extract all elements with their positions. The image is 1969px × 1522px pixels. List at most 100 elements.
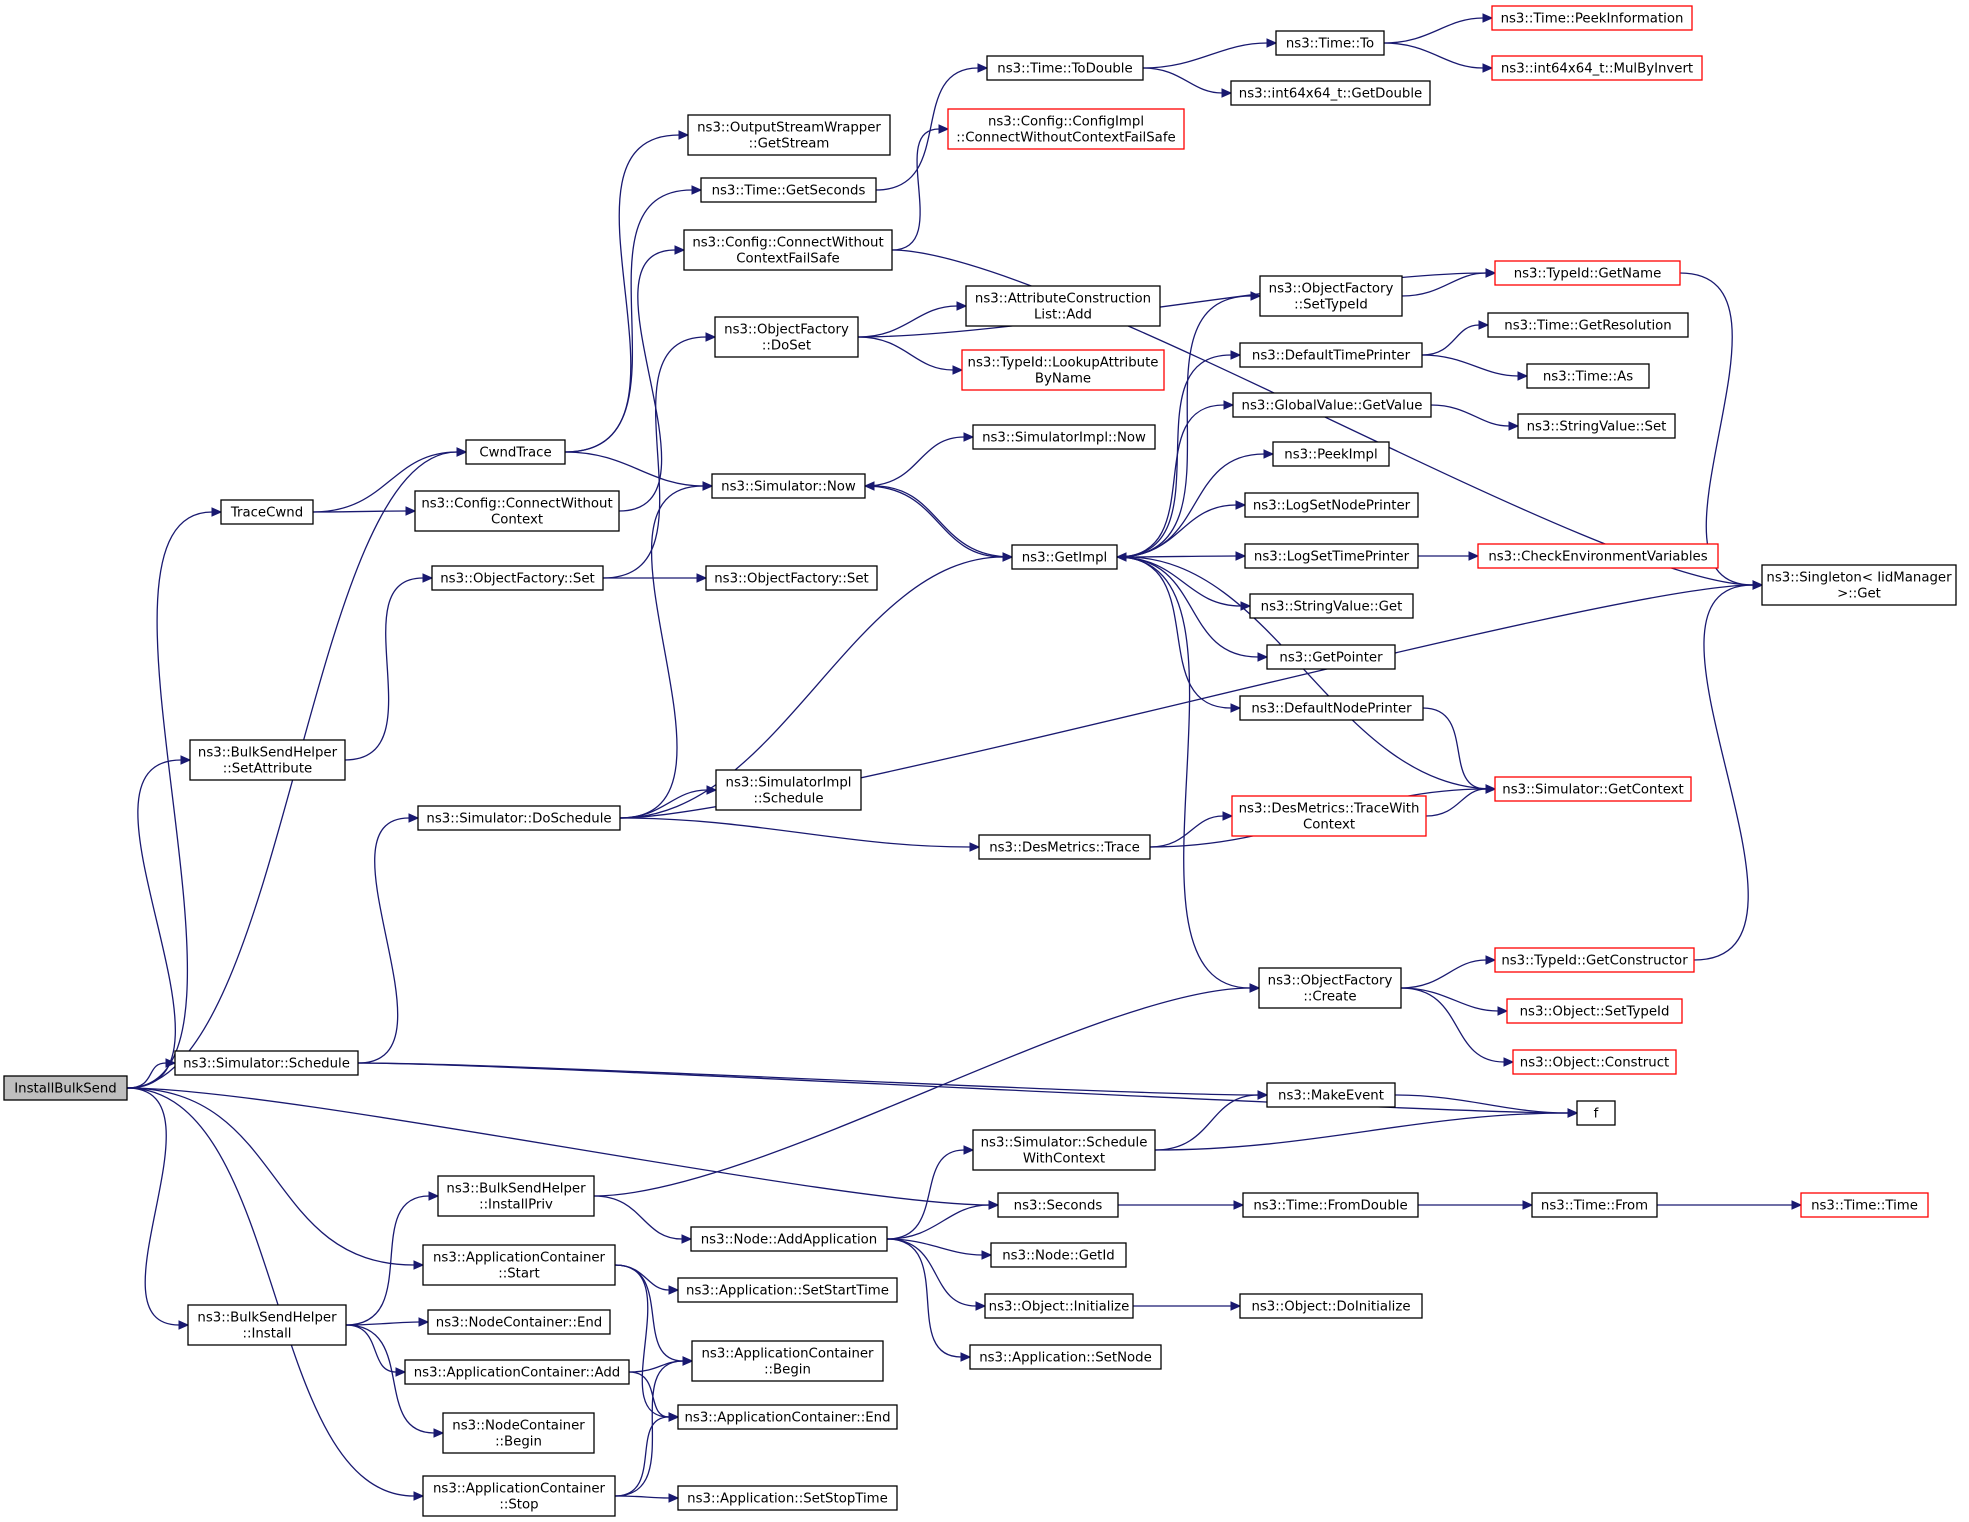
node-simulator-getcontext[interactable]: ns3::Simulator::GetContext bbox=[1494, 776, 1692, 802]
node-box bbox=[1266, 1082, 1396, 1108]
node-time-time[interactable]: ns3::Time::Time bbox=[1800, 1192, 1929, 1218]
edge-getimpl-to-getpointer bbox=[1116, 556, 1259, 658]
node-box bbox=[677, 1277, 898, 1303]
edge-bulksendhelper-setattribute-to-objectfactory-set-a bbox=[344, 577, 424, 761]
node-time-getresolution[interactable]: ns3::Time::GetResolution bbox=[1487, 312, 1689, 338]
node-simulatorimpl-now[interactable]: ns3::SimulatorImpl::Now bbox=[972, 424, 1156, 450]
node-simulatorimpl-schedule[interactable]: ns3::SimulatorImpl::Schedule bbox=[715, 769, 862, 811]
edge-arrowhead bbox=[1478, 320, 1490, 330]
edge-objectfactory-doset-to-typeid-lookupattributebyname bbox=[857, 336, 954, 371]
node-bulksendhelper-installpriv[interactable]: ns3::BulkSendHelper::InstallPriv bbox=[437, 1175, 595, 1217]
edge-arrowhead bbox=[428, 1191, 440, 1201]
node-applicationcontainer-add[interactable]: ns3::ApplicationContainer::Add bbox=[404, 1359, 630, 1385]
node-getpointer[interactable]: ns3::GetPointer bbox=[1266, 644, 1396, 670]
node-objectfactory-create[interactable]: ns3::ObjectFactory::Create bbox=[1258, 967, 1402, 1009]
node-configimpl-connectwithoutcontextfailsafe[interactable]: ns3::Config::ConfigImpl::ConnectWithoutC… bbox=[947, 108, 1185, 150]
node-tracecwnd[interactable]: TraceCwnd bbox=[220, 499, 314, 525]
node-defaulttimeprinter[interactable]: ns3::DefaultTimePrinter bbox=[1239, 342, 1423, 368]
node-logsetnodeprinter[interactable]: ns3::LogSetNodePrinter bbox=[1244, 492, 1419, 518]
node-box bbox=[1242, 1192, 1419, 1218]
node-typeid-getname[interactable]: ns3::TypeId::GetName bbox=[1494, 260, 1681, 286]
node-box bbox=[978, 834, 1151, 860]
node-getimpl[interactable]: ns3::GetImpl bbox=[1011, 544, 1118, 570]
node-application-setstoptime[interactable]: ns3::Application::SetStopTime bbox=[677, 1485, 898, 1511]
node-box bbox=[947, 108, 1185, 150]
node-defaultnodeprinter[interactable]: ns3::DefaultNodePrinter bbox=[1239, 695, 1424, 721]
node-nodecontainer-begin[interactable]: ns3::NodeContainer::Begin bbox=[442, 1412, 595, 1454]
node-simulator-doschedule[interactable]: ns3::Simulator::DoSchedule bbox=[417, 805, 621, 831]
node-label: ns3::Time::PeekInformation bbox=[1501, 12, 1684, 27]
node-makeevent[interactable]: ns3::MakeEvent bbox=[1266, 1082, 1396, 1108]
node-application-setstarttime[interactable]: ns3::Application::SetStartTime bbox=[677, 1277, 898, 1303]
node-cwndtrace[interactable]: CwndTrace bbox=[465, 439, 566, 465]
node-int64x64-mulbyinvert[interactable]: ns3::int64x64_t::MulByInvert bbox=[1491, 55, 1703, 81]
node-box bbox=[1259, 275, 1403, 317]
node-object-settypeid[interactable]: ns3::Object::SetTypeId bbox=[1506, 998, 1683, 1024]
edge-arrowhead bbox=[1517, 371, 1529, 381]
node-node-getid[interactable]: ns3::Node::GetId bbox=[990, 1242, 1127, 1268]
node-f[interactable]: f bbox=[1576, 1100, 1616, 1126]
edge-applicationcontainer-start-to-applicationcontainer-end bbox=[614, 1264, 670, 1418]
node-simulator-now[interactable]: ns3::Simulator::Now bbox=[711, 473, 866, 499]
node-simulator-schedule[interactable]: ns3::Simulator::Schedule bbox=[174, 1050, 359, 1076]
node-time-peekinformation[interactable]: ns3::Time::PeekInformation bbox=[1491, 5, 1693, 31]
node-time-fromdouble[interactable]: ns3::Time::FromDouble bbox=[1242, 1192, 1419, 1218]
node-objectfactory-doset[interactable]: ns3::ObjectFactory::DoSet bbox=[714, 316, 859, 358]
node-objectfactory-settypeid[interactable]: ns3::ObjectFactory::SetTypeId bbox=[1259, 275, 1403, 317]
node-stringvalue-set[interactable]: ns3::StringValue::Set bbox=[1517, 413, 1676, 439]
node-globalvalue-getvalue[interactable]: ns3::GlobalValue::GetValue bbox=[1232, 392, 1432, 418]
node-time-getseconds[interactable]: ns3::Time::GetSeconds bbox=[700, 177, 877, 203]
node-config-connectwithoutcontext[interactable]: ns3::Config::ConnectWithoutContext bbox=[414, 490, 620, 532]
node-applicationcontainer-start[interactable]: ns3::ApplicationContainer::Start bbox=[422, 1244, 616, 1286]
node-label: ns3::NodeContainer bbox=[452, 1419, 585, 1434]
node-typeid-getconstructor[interactable]: ns3::TypeId::GetConstructor bbox=[1494, 947, 1695, 973]
edge-arrowhead bbox=[1485, 955, 1497, 965]
node-object-doinitialize[interactable]: ns3::Object::DoInitialize bbox=[1239, 1293, 1423, 1319]
edge-arrowhead bbox=[1240, 601, 1252, 611]
node-seconds[interactable]: ns3::Seconds bbox=[997, 1192, 1119, 1218]
node-label: ns3::TypeId::LookupAttribute bbox=[968, 356, 1159, 371]
node-config-connectwithoutcontextfailsafe[interactable]: ns3::Config::ConnectWithoutContextFailSa… bbox=[683, 229, 893, 271]
node-bulksendhelper-install[interactable]: ns3::BulkSendHelper::Install bbox=[187, 1304, 347, 1346]
node-time-to[interactable]: ns3::Time::To bbox=[1275, 30, 1385, 56]
node-label: ns3::Application::SetStopTime bbox=[687, 1492, 888, 1507]
node-node-addapplication[interactable]: ns3::Node::AddApplication bbox=[690, 1226, 888, 1252]
node-peekimpl[interactable]: ns3::PeekImpl bbox=[1272, 441, 1390, 467]
edge-arrowhead bbox=[682, 1356, 694, 1366]
node-object-initialize[interactable]: ns3::Object::Initialize bbox=[984, 1293, 1134, 1319]
node-singleton-get[interactable]: ns3::Singleton< IidManager >::Get bbox=[1761, 564, 1957, 606]
node-outputstreamwrapper-getstream[interactable]: ns3::OutputStreamWrapper::GetStream bbox=[687, 114, 891, 156]
node-bulksendhelper-setattribute[interactable]: ns3::BulkSendHelper::SetAttribute bbox=[189, 739, 346, 781]
edge-objectfactory-set-a-to-objectfactory-doset bbox=[602, 336, 707, 579]
node-application-setnode[interactable]: ns3::Application::SetNode bbox=[969, 1344, 1162, 1370]
node-applicationcontainer-stop[interactable]: ns3::ApplicationContainer::Stop bbox=[422, 1475, 616, 1517]
node-int64x64-getdouble[interactable]: ns3::int64x64_t::GetDouble bbox=[1230, 80, 1431, 106]
edge-cwndtrace-to-time-getseconds bbox=[564, 189, 693, 453]
node-time-as[interactable]: ns3::Time::As bbox=[1526, 363, 1650, 389]
node-time-todouble[interactable]: ns3::Time::ToDouble bbox=[986, 55, 1144, 81]
node-logsettimeprinter[interactable]: ns3::LogSetTimePrinter bbox=[1244, 543, 1419, 569]
edge-arrowhead bbox=[1257, 1090, 1269, 1100]
edge-arrowhead bbox=[1468, 551, 1480, 561]
node-nodecontainer-end[interactable]: ns3::NodeContainer::End bbox=[427, 1309, 611, 1335]
node-object-construct[interactable]: ns3::Object::Construct bbox=[1512, 1049, 1677, 1075]
edge-installbulksend-to-bulksendhelper-install bbox=[126, 1087, 180, 1326]
node-applicationcontainer-begin[interactable]: ns3::ApplicationContainer::Begin bbox=[691, 1340, 884, 1382]
node-applicationcontainer-end[interactable]: ns3::ApplicationContainer::End bbox=[677, 1404, 898, 1430]
node-stringvalue-get[interactable]: ns3::StringValue::Get bbox=[1249, 593, 1414, 619]
edge-arrowhead bbox=[1522, 1200, 1534, 1210]
node-objectfactory-set-a[interactable]: ns3::ObjectFactory::Set bbox=[431, 565, 604, 591]
node-objectfactory-set-b[interactable]: ns3::ObjectFactory::Set bbox=[705, 565, 878, 591]
node-time-from[interactable]: ns3::Time::From bbox=[1531, 1192, 1658, 1218]
node-box bbox=[1494, 260, 1681, 286]
node-label: ns3::Time::GetResolution bbox=[1504, 319, 1671, 334]
edge-applicationcontainer-stop-to-applicationcontainer-end bbox=[614, 1416, 670, 1497]
node-checkenvironmentvariables[interactable]: ns3::CheckEnvironmentVariables bbox=[1477, 543, 1719, 569]
node-installbulksend[interactable]: InstallBulkSend bbox=[3, 1075, 128, 1101]
node-desmetrics-trace[interactable]: ns3::DesMetrics::Trace bbox=[978, 834, 1151, 860]
